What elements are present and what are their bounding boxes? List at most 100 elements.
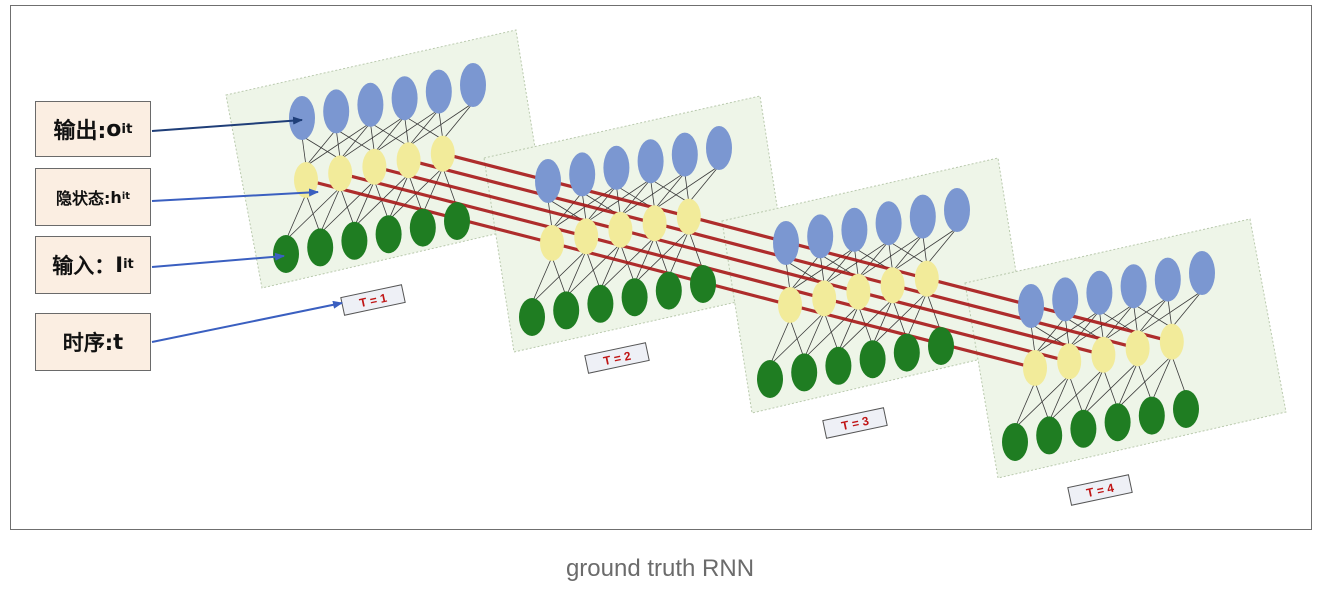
input-hidden-connection [1103, 368, 1118, 409]
connections-layer [285, 102, 1203, 429]
hidden-output-connection [854, 247, 859, 278]
hidden-output-connection [684, 172, 690, 203]
output-node [391, 76, 418, 121]
input-hidden-connection [668, 230, 690, 277]
input-node [341, 221, 368, 260]
input-hidden-connection [305, 193, 321, 234]
input-node [791, 353, 818, 392]
input-node [655, 271, 682, 310]
input-node [621, 278, 648, 317]
recurrent-edge [407, 158, 657, 225]
input-node [1138, 396, 1165, 435]
input-hidden-connection [1137, 362, 1153, 402]
timestep-legend-arrow [151, 300, 343, 343]
hidden-legend-arrow [151, 188, 319, 202]
output-node [1018, 284, 1044, 328]
legend-hidden-var: h [110, 187, 122, 207]
recurrent-edge [618, 228, 861, 294]
hidden-node [540, 225, 564, 261]
input-node [825, 346, 852, 385]
output-node [706, 126, 732, 170]
legend-input-var: I [115, 253, 124, 277]
input-hidden-connection [1068, 375, 1084, 415]
output-node [773, 221, 799, 265]
timestep-label-box [1067, 474, 1133, 506]
output-node [569, 152, 596, 197]
recurrent-edge [441, 152, 691, 219]
input-node [1173, 390, 1199, 428]
hidden-output-connection [888, 240, 928, 265]
hidden-output-connection [442, 102, 474, 140]
input-node [1002, 423, 1028, 461]
legend-arrows-layer [151, 116, 343, 343]
input-hidden-connection [531, 256, 553, 304]
hidden-output-connection [616, 185, 621, 216]
output-node [1154, 257, 1181, 302]
input-hidden-connection [1034, 381, 1050, 422]
input-hidden-connection [789, 318, 805, 359]
input-hidden-connection [1014, 381, 1036, 429]
input-node [553, 291, 580, 330]
input-hidden-connection [872, 299, 893, 346]
input-node [757, 360, 783, 398]
hidden-output-connection [404, 115, 444, 140]
hidden-output-connection [926, 227, 958, 265]
input-node [307, 228, 334, 267]
input-hidden-connection [1151, 355, 1173, 402]
hidden-output-connection [1133, 303, 1173, 328]
hidden-output-connection [785, 260, 791, 292]
output-node [535, 159, 561, 203]
output-node [671, 132, 698, 177]
output-node [1052, 277, 1079, 322]
timestep-label-text: T = 1 [358, 291, 388, 311]
hidden-output-connection [888, 241, 893, 272]
rnn-unrolled-diagram: T = 1T = 2T = 3T = 4 [151, 29, 1287, 506]
timestep-labels-layer: T = 1T = 2T = 3T = 4 [340, 284, 1133, 506]
recurrent-edge [687, 215, 929, 281]
input-hidden-connection [634, 237, 655, 284]
input-node [1070, 409, 1097, 448]
output-node [1086, 270, 1113, 315]
hidden-node [846, 273, 871, 310]
input-node [928, 327, 954, 365]
hidden-output-connection [370, 122, 375, 153]
figure-caption: ground truth RNN [565, 555, 755, 582]
nodes-layer [273, 63, 1215, 461]
input-hidden-connection [285, 193, 307, 241]
hidden-output-connection [438, 109, 444, 140]
timestep-label-box [584, 342, 650, 374]
hidden-output-connection [1171, 290, 1203, 328]
output-node [841, 207, 868, 252]
hidden-node [1023, 350, 1047, 386]
recurrent-edge [372, 165, 623, 232]
legend-output-label: 输出: [53, 119, 107, 144]
output-node [909, 194, 936, 239]
input-node [859, 340, 886, 379]
hidden-node [1125, 330, 1150, 367]
input-node [1036, 416, 1063, 455]
hidden-output-connection [404, 116, 409, 147]
input-node [444, 202, 470, 240]
output-node [425, 69, 452, 114]
recurrent-edge [890, 283, 1140, 350]
input-hidden-connection [600, 243, 621, 290]
hidden-node [362, 148, 387, 185]
output-node [1189, 251, 1215, 295]
recurrent-edge [925, 277, 1174, 344]
hidden-output-connection [688, 165, 720, 203]
hidden-node [396, 142, 421, 179]
input-hidden-connection [339, 187, 355, 227]
legend-timestep: 时序: t [35, 313, 151, 371]
output-node [944, 188, 970, 232]
input-hidden-connection [551, 256, 567, 297]
hidden-output-connection [335, 129, 375, 154]
output-node [323, 89, 350, 134]
input-hidden-connection [1083, 368, 1104, 415]
hidden-node [1091, 336, 1116, 373]
hidden-output-connection [1099, 310, 1104, 341]
legend-time-var: t [113, 330, 124, 354]
hidden-output-connection [819, 254, 825, 285]
input-hidden-connection [388, 174, 409, 221]
output-node [357, 82, 384, 127]
